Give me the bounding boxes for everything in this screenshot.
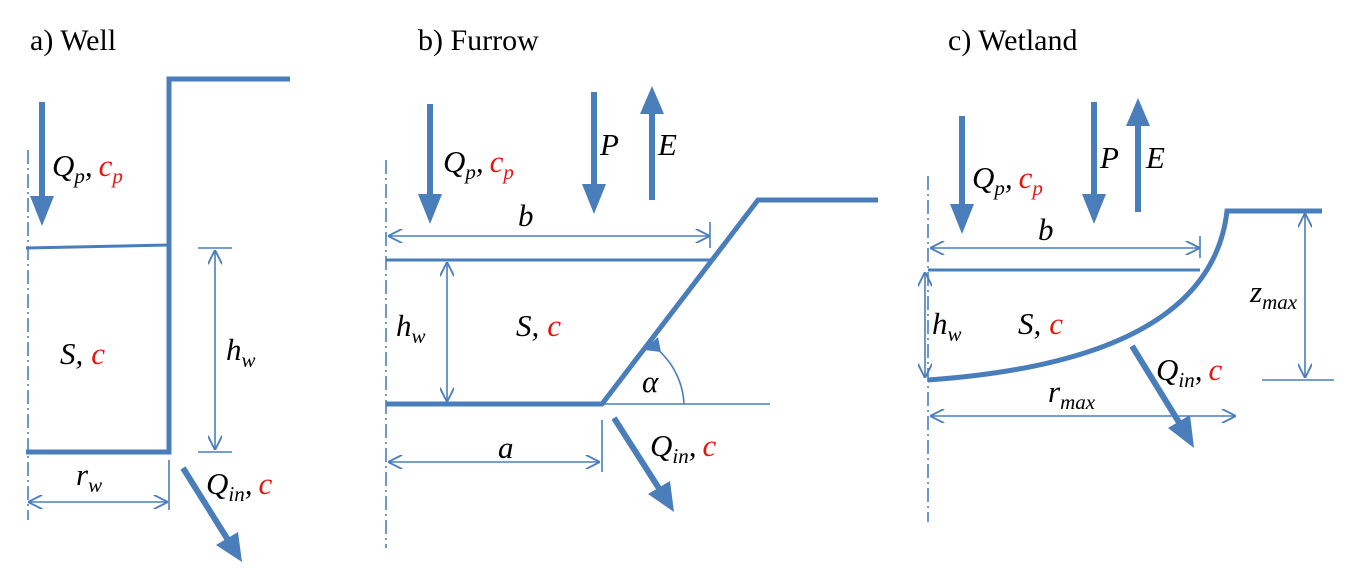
wetland-precipitation-label: P <box>1099 140 1119 175</box>
furrow-inflow-label: Qp,cp <box>443 144 514 184</box>
furrow-depth-label: hw <box>396 308 426 348</box>
wetland-inflow-arrowhead <box>950 204 974 234</box>
furrow-precipitation-label: P <box>599 127 619 162</box>
furrow-infiltration-label: Qin,c <box>650 428 716 468</box>
wetland-top-width-label: b <box>1038 212 1054 247</box>
furrow-wall <box>386 197 878 407</box>
furrow-infiltration-arrow <box>611 416 663 492</box>
wetland-evaporation-label: E <box>1145 140 1165 175</box>
wetland-zmax-label: zmax <box>1249 274 1298 314</box>
wetland-title: c) Wetland <box>948 24 1077 57</box>
wetland-storage-label: S,c <box>1018 306 1063 341</box>
well-inflow-arrowhead <box>30 196 54 226</box>
well-title: a) Well <box>30 24 116 57</box>
furrow-bottom-width-label: a <box>498 430 514 465</box>
well-wall <box>26 76 290 455</box>
wetland-inflow-label: Qp,cp <box>972 160 1043 200</box>
well-inflow-label: Qp,cp <box>52 148 123 188</box>
furrow-storage-label: S,c <box>516 308 561 343</box>
furrow-infiltration-arrowhead <box>648 481 674 512</box>
panel-furrow: b) Furrow α Qp,cp P E b hw S,c a <box>385 24 878 548</box>
wetland-bed-profile <box>927 208 1322 383</box>
well-infiltration-arrowhead <box>216 532 242 562</box>
well-depth-label: hw <box>226 332 256 372</box>
furrow-angle-label: α <box>642 364 659 399</box>
furrow-evaporation-label: E <box>657 127 677 162</box>
furrow-evaporation-arrowhead <box>640 86 664 114</box>
wetland-evaporation-arrowhead <box>1126 98 1150 126</box>
furrow-top-width-label: b <box>518 198 534 233</box>
wetland-infiltration-label: Qin,c <box>1156 352 1222 392</box>
wetland-rmax-label: rmax <box>1048 374 1096 414</box>
wetland-precipitation-arrowhead <box>1082 194 1106 224</box>
well-radius-label: rw <box>76 457 102 497</box>
furrow-angle-arrowhead <box>644 337 661 352</box>
furrow-precipitation-arrowhead <box>582 184 606 214</box>
well-water-surface <box>25 243 170 250</box>
furrow-title: b) Furrow <box>418 24 539 57</box>
well-infiltration-arrow <box>180 466 231 542</box>
well-storage-label: S,c <box>60 336 105 371</box>
well-infiltration-label: Qin,c <box>206 466 272 506</box>
panel-well: a) Well Qp,cp S,c hw rw Qin,c <box>25 24 290 562</box>
furrow-inflow-arrowhead <box>418 194 442 224</box>
wetland-infiltration-arrowhead <box>1168 415 1194 448</box>
wetland-depth-label: hw <box>932 306 962 346</box>
wetland-infiltration-arrow <box>1129 344 1183 426</box>
panel-wetland: c) Wetland Qp,cp P E b hw S,c zmax rmax <box>925 24 1334 522</box>
